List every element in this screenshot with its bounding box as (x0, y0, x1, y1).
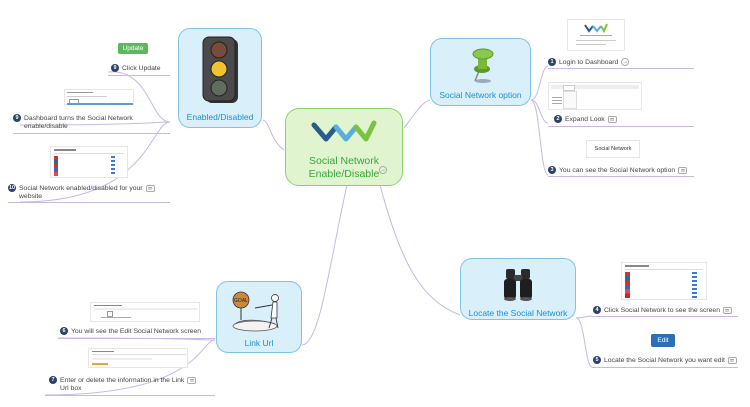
leaf-text: You can see the Social Network option (559, 166, 676, 174)
traffic-light-icon (202, 36, 238, 103)
node-link-url-label: Link Url (244, 338, 274, 348)
leaf-text-line2: website (19, 193, 43, 201)
node-social-option-label: Social Network option (439, 90, 522, 100)
central-arrow-icon[interactable]: → (379, 166, 387, 174)
divider (548, 126, 694, 127)
dashboard-thumbnail (64, 89, 134, 105)
direction-sign-icon: GOAL (232, 291, 279, 332)
leaf-text-line1: Social Network enabled/disabled for your (19, 184, 143, 192)
divider (45, 395, 215, 396)
divider (548, 176, 694, 177)
step-number: 9 (13, 114, 21, 122)
leaf-text: Locate the Social Network you want edit (604, 356, 725, 364)
note-icon[interactable] (722, 306, 732, 314)
divider (108, 75, 170, 76)
divider (592, 367, 738, 368)
step-number: 4 (593, 306, 601, 314)
w-logo-icon (311, 120, 377, 142)
leaf-text: You will see the Edit Social Network scr… (71, 327, 202, 335)
step-number: 6 (60, 327, 68, 335)
note-icon[interactable] (678, 166, 688, 174)
update-button-thumb: Update (118, 43, 148, 54)
leaf-text: Expand Look (565, 115, 605, 123)
node-link-url[interactable]: GOAL Link Url (216, 281, 302, 353)
leaf-text-line2: Url box (60, 385, 82, 393)
node-locate-social-network[interactable]: Locate the Social Network (460, 258, 576, 320)
step-number: 5 (593, 356, 601, 364)
svg-text:GOAL: GOAL (234, 298, 248, 304)
divider (13, 133, 170, 134)
step-number: 9 (111, 64, 119, 72)
step-number: 10 (8, 184, 16, 192)
social-network-list-thumbnail (621, 262, 707, 300)
note-icon[interactable] (187, 376, 197, 384)
link-arrow-icon[interactable]: → (621, 58, 630, 66)
dashboard-login-thumbnail (567, 19, 625, 51)
edit-screen-thumbnail (90, 302, 200, 322)
note-icon[interactable] (607, 115, 617, 123)
note-icon[interactable] (727, 356, 737, 364)
social-list-thumbnail (50, 146, 128, 178)
leaf-text-line1: Enter or delete the information in the L… (60, 376, 185, 384)
step-number: 2 (554, 115, 562, 123)
central-title-line1: Social Network (308, 155, 380, 167)
leaf-text: Click Social Network to see the screen (604, 306, 720, 314)
edit-button-thumb: Edit (651, 334, 675, 347)
leaf-text: Click Update (122, 64, 161, 72)
divider (548, 68, 694, 69)
expand-look-thumbnail (548, 82, 642, 110)
node-enabled-disabled[interactable]: Enabled/Disabled (178, 28, 262, 128)
leaf-text: Login to Dashboard (559, 58, 619, 66)
note-icon[interactable] (145, 184, 155, 192)
divider (592, 316, 738, 317)
divider (58, 338, 215, 339)
w-logo-icon (584, 23, 608, 33)
node-social-network-option[interactable]: Social Network option (430, 38, 531, 106)
social-network-option-thumbnail: Social Network (586, 140, 640, 158)
node-enabled-label: Enabled/Disabled (186, 112, 254, 122)
central-title-line2: Enable/Disable (308, 168, 380, 180)
step-number: 7 (49, 376, 57, 384)
leaf-text-line1: Dashboard turns the Social Network (24, 114, 133, 122)
leaf-text-line2: enable/disable (24, 123, 68, 131)
binoculars-icon (504, 269, 532, 301)
central-topic[interactable]: Social Network Enable/Disable → (285, 108, 403, 186)
step-number: 1 (548, 58, 556, 66)
push-pin-icon (472, 48, 494, 83)
link-url-box-thumbnail (88, 348, 188, 368)
node-locate-label: Locate the Social Network (468, 308, 568, 318)
divider (8, 202, 170, 203)
thumb-social-network-label: Social Network (594, 146, 632, 152)
step-number: 3 (548, 166, 556, 174)
